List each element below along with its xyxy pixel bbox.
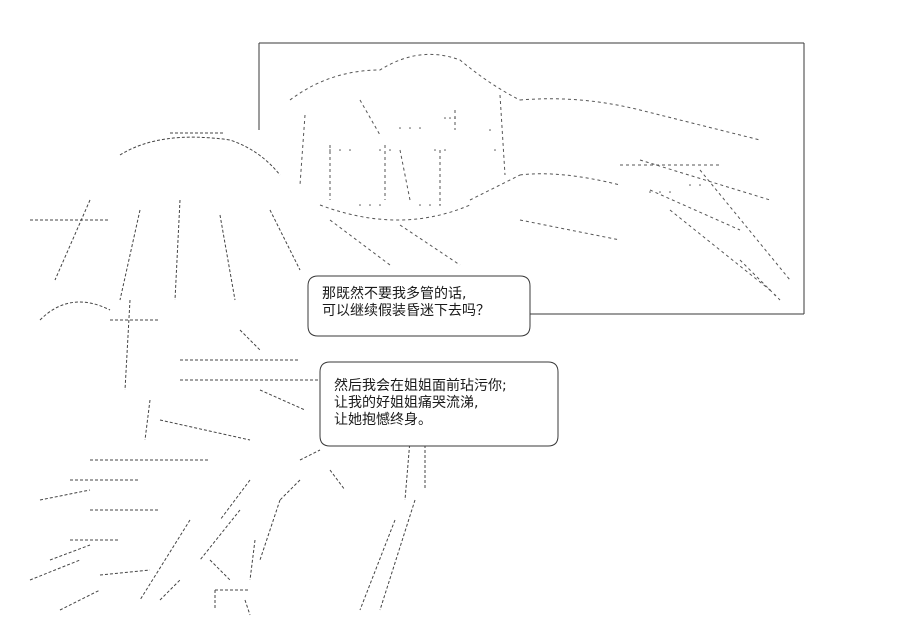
- character-figure-sketch: [29, 132, 426, 616]
- speech-bubble-2-text: 然后我会在姐姐面前玷污你;让我的好姐姐痛哭流涕,让她抱憾终身。: [334, 378, 507, 429]
- ascii-shading: [329, 117, 776, 296]
- speech-bubble-1: [307, 275, 531, 337]
- bubble1-line2: 可以继续假装昏迷下去吗？: [322, 303, 490, 319]
- speech-bubble-2: [319, 361, 559, 447]
- bubble2-line1: 然后我会在姐姐面前玷污你;: [334, 378, 507, 394]
- bubble2-line2: 让我的好姐姐痛哭流涕,: [334, 395, 479, 411]
- speech-bubble-1-text: 那既然不要我多管的话,可以继续假装昏迷下去吗？: [322, 286, 490, 320]
- frame-panel: [258, 42, 805, 315]
- bubble2-line3: 让她抱憾终身。: [334, 412, 432, 428]
- reaching-hand-sketch: [289, 53, 791, 301]
- bubble1-line1: 那既然不要我多管的话,: [322, 286, 467, 302]
